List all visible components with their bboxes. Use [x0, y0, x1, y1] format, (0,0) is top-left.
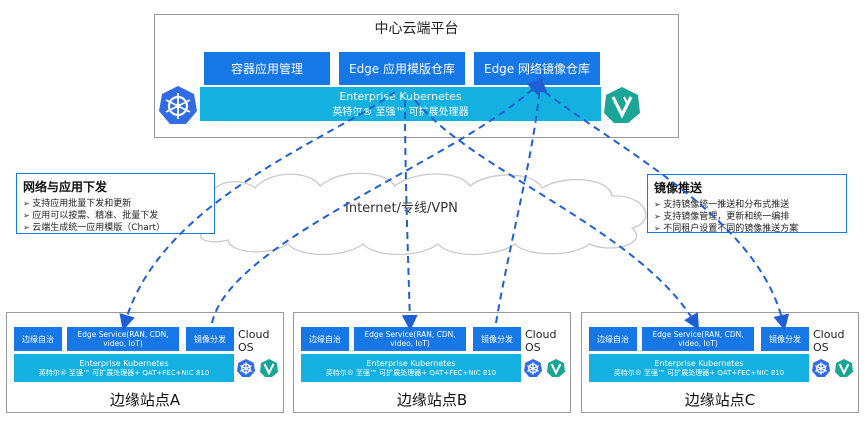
v-logo-icon	[602, 85, 642, 125]
kubernetes-helm-icon	[236, 358, 256, 378]
edge-site-a: 边缘自治 Edge Service(RAN, CDN, video, IoT) …	[6, 312, 284, 413]
callout-image-push: 镜像推送 支持镜像统一推送和分布式推送 支持镜像管理，更新和统一编排 不同租户设…	[647, 174, 847, 235]
kubernetes-helm-icon	[811, 358, 831, 378]
v-logo-icon	[259, 358, 279, 378]
cloud-os-label: Cloud OS	[813, 328, 845, 354]
central-cloud-panel: 中心云端平台 容器应用管理 Edge 应用模版仓库 Edge 网络镜像仓库 En…	[154, 14, 679, 138]
callout-right-title: 镜像推送	[654, 181, 703, 195]
edge-k8s-line2: 英特尔® 至强™ 可扩展处理器+ QAT+FEC+NIC 810	[325, 368, 497, 377]
edge-autonomy-box: 边缘自治	[14, 327, 62, 351]
edge-service-box: Edge Service(RAN, CDN, video, IoT)	[67, 327, 179, 351]
central-title: 中心云端平台	[374, 21, 459, 37]
edge-site-c: 边缘自治 Edge Service(RAN, CDN, video, IoT) …	[581, 312, 859, 413]
kubernetes-helm-icon	[157, 84, 199, 126]
callout-right-item: 不同租户设置不同的镜像推送方案	[654, 223, 840, 235]
central-k8s-line2: 英特尔® 至强™ 可扩展处理器	[332, 107, 469, 118]
callout-right-item: 支持镜像管理，更新和统一编排	[654, 211, 840, 223]
callout-left-item: 应用可以按需、精准、批量下发	[23, 210, 208, 222]
module-edge-app-template-repo: Edge 应用模版仓库	[339, 52, 465, 85]
edge-autonomy-box: 边缘自治	[301, 327, 349, 351]
edge-k8s-line1: Enterprise Kubernetes	[366, 358, 456, 368]
edge-autonomy-box: 边缘自治	[589, 327, 637, 351]
edge-k8s-line2: 英特尔® 至强™ 可扩展处理器+ QAT+FEC+NIC 810	[38, 368, 210, 377]
v-logo-icon	[834, 358, 854, 378]
edge-k8s-bar: Enterprise Kubernetes 英特尔® 至强™ 可扩展处理器+ Q…	[14, 354, 234, 382]
image-distribution-box: 镜像分发	[473, 327, 521, 351]
edge-site-b: 边缘自治 Edge Service(RAN, CDN, video, IoT) …	[293, 312, 571, 413]
callout-network-app-dispatch: 网络与应用下发 支持应用批量下发和更新 应用可以按需、精准、批量下发 云端生成统…	[16, 173, 215, 234]
callout-left-item: 支持应用批量下发和更新	[23, 198, 208, 210]
module-container-app-mgmt: 容器应用管理	[204, 52, 330, 85]
image-distribution-box: 镜像分发	[761, 327, 809, 351]
central-k8s-line1: Enterprise Kubernetes	[339, 90, 462, 103]
callout-left-title: 网络与应用下发	[23, 180, 108, 194]
edge-k8s-bar: Enterprise Kubernetes 英特尔® 至强™ 可扩展处理器+ Q…	[301, 354, 521, 382]
callout-right-item: 支持镜像统一推送和分布式推送	[654, 199, 840, 211]
cloud-os-label: Cloud OS	[238, 328, 270, 354]
v-logo-icon	[546, 358, 566, 378]
edge-site-label: 边缘站点B	[396, 391, 468, 409]
edge-service-box: Edge Service(RAN, CDN, video, IoT)	[642, 327, 754, 351]
edge-k8s-line1: Enterprise Kubernetes	[654, 358, 744, 368]
edge-k8s-line1: Enterprise Kubernetes	[79, 358, 169, 368]
central-k8s-bar: Enterprise Kubernetes 英特尔® 至强™ 可扩展处理器	[200, 87, 601, 121]
edge-k8s-bar: Enterprise Kubernetes 英特尔® 至强™ 可扩展处理器+ Q…	[589, 354, 809, 382]
cloud-os-label: Cloud OS	[525, 328, 557, 354]
edge-site-label: 边缘站点C	[684, 391, 756, 409]
kubernetes-helm-icon	[523, 358, 543, 378]
edge-k8s-line2: 英特尔® 至强™ 可扩展处理器+ QAT+FEC+NIC 810	[613, 368, 785, 377]
edge-service-box: Edge Service(RAN, CDN, video, IoT)	[354, 327, 466, 351]
callout-left-item: 云端生成统一应用模版（Chart）	[23, 222, 208, 234]
network-label: Internet/专线/VPN	[345, 201, 458, 216]
image-distribution-box: 镜像分发	[186, 327, 234, 351]
module-edge-network-image-repo: Edge 网络镜像仓库	[474, 52, 600, 85]
edge-site-label: 边缘站点A	[109, 391, 181, 409]
